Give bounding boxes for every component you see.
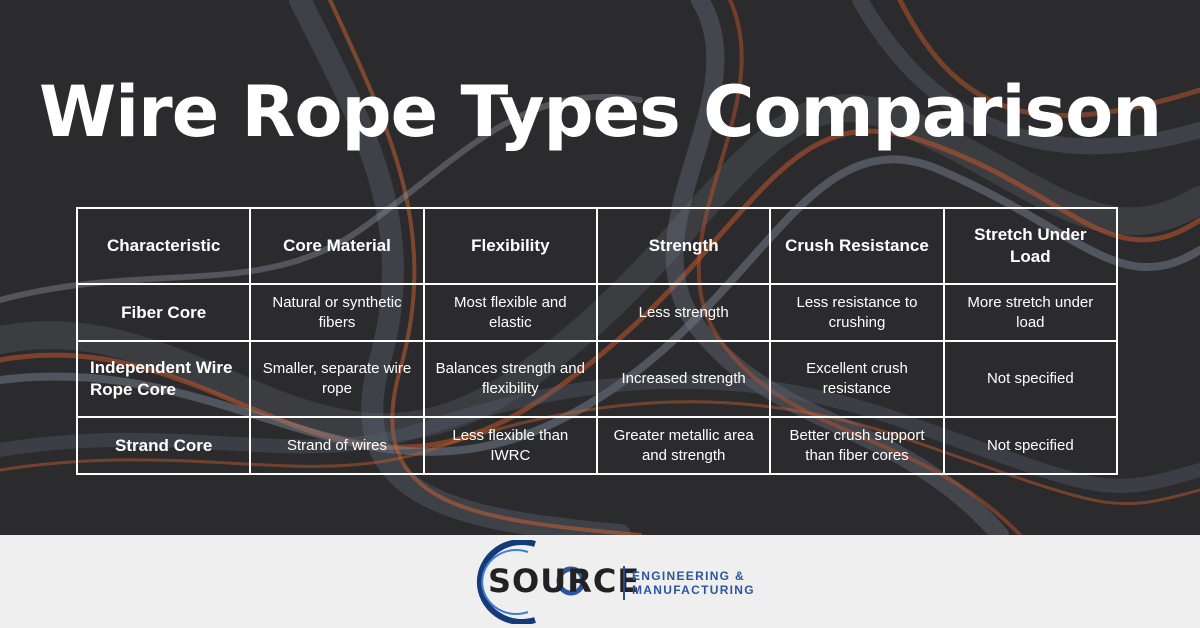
- logo-divider: [623, 566, 625, 600]
- table-cell: Better crush support than fiber cores: [769, 416, 945, 475]
- hero-banner: Wire Rope Types Comparison Characteristi…: [0, 0, 1200, 535]
- column-header: Characteristic: [75, 207, 252, 285]
- table-cell: Not specified: [942, 340, 1119, 418]
- table-cell: Less strength: [595, 283, 772, 342]
- table-cell: Excellent crush resistance: [769, 340, 945, 418]
- column-header: Strength: [595, 207, 772, 285]
- table-cell: Natural or synthetic fibers: [249, 283, 425, 342]
- table-cell: Strand of wires: [249, 416, 425, 475]
- table-cell: Most flexible and elastic: [422, 283, 598, 342]
- table-row: Strand Core Strand of wires Less flexibl…: [75, 416, 1119, 475]
- column-header: Stretch Under Load: [942, 207, 1119, 285]
- table-cell: Balances strength and flexibility: [422, 340, 598, 418]
- column-header: Core Material: [249, 207, 425, 285]
- table-cell: Less resistance to crushing: [769, 283, 945, 342]
- table-row: Fiber Core Natural or synthetic fibers M…: [75, 283, 1119, 342]
- logo-arc-icon: [476, 540, 586, 624]
- table-header-row: Characteristic Core Material Flexibility…: [75, 207, 1119, 285]
- table-cell: More stretch under load: [942, 283, 1119, 342]
- row-header: Fiber Core: [75, 283, 252, 342]
- comparison-table: Characteristic Core Material Flexibility…: [75, 207, 1119, 475]
- footer-band: [0, 535, 1200, 628]
- logo-wordmark: SOURCE: [488, 562, 641, 600]
- table-row: Independent Wire Rope Core Smaller, sepa…: [75, 340, 1119, 418]
- page-title: Wire Rope Types Comparison: [38, 71, 1162, 153]
- table-cell: Smaller, separate wire rope: [249, 340, 425, 418]
- row-header: Strand Core: [75, 416, 252, 475]
- logo-tagline-line: ENGINEERING &: [632, 569, 745, 583]
- logo-tagline: ENGINEERING & MANUFACTURING: [632, 569, 755, 597]
- row-header: Independent Wire Rope Core: [75, 340, 252, 418]
- table-cell: Not specified: [942, 416, 1119, 475]
- column-header: Flexibility: [422, 207, 598, 285]
- column-header: Crush Resistance: [769, 207, 945, 285]
- table-cell: Less flexible than IWRC: [422, 416, 598, 475]
- logo-tagline-line: MANUFACTURING: [632, 583, 755, 597]
- table-cell: Increased strength: [595, 340, 772, 418]
- table-cell: Greater metallic area and strength: [595, 416, 772, 475]
